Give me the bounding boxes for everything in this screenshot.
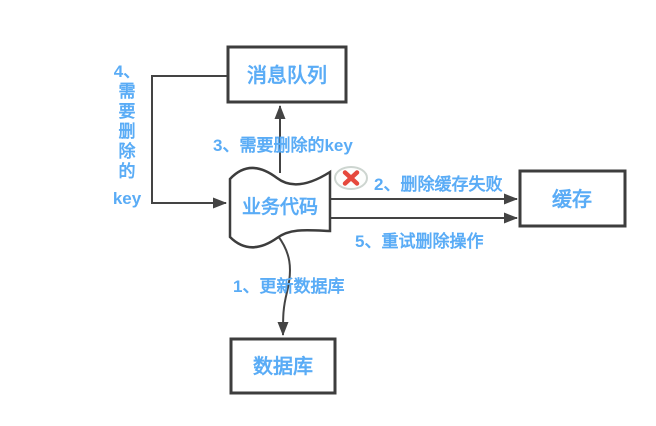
edge-step4-label: 4、 需 要 删 除 的 key	[113, 62, 142, 208]
edge-step2-label: 2、删除缓存失败	[374, 174, 502, 194]
node-message-queue	[226, 45, 348, 104]
edge-step4-label-line: 的	[119, 161, 136, 181]
edge-step4-label-line: 除	[119, 141, 137, 161]
x-circle-icon	[334, 166, 368, 190]
x-circle-icon-cross	[342, 170, 360, 186]
node-database-label: 数据库	[253, 354, 313, 378]
edge-step4-arrow	[151, 75, 228, 209]
node-cache	[518, 169, 627, 228]
edge-step3-label: 3、需要删除的key	[213, 135, 353, 155]
edge-step5-label: 5、重试删除操作	[355, 231, 483, 251]
edge-step1-arrow	[277, 235, 291, 336]
node-cache-label: 缓存	[552, 187, 592, 211]
edge-step4-label-line: 删	[119, 122, 136, 141]
node-database	[229, 337, 337, 395]
node-business-code	[228, 166, 332, 249]
edge-step4-label-line: 4、	[114, 62, 140, 81]
edge-step4-label-line: key	[113, 189, 142, 208]
node-message-queue-label: 消息队列	[247, 63, 327, 87]
edge-step1-label: 1、更新数据库	[233, 276, 344, 296]
node-business-code-label: 业务代码	[242, 195, 318, 218]
edge-step4-label-line: 需	[119, 82, 136, 101]
edge-step4-label-line: 要	[119, 102, 136, 121]
